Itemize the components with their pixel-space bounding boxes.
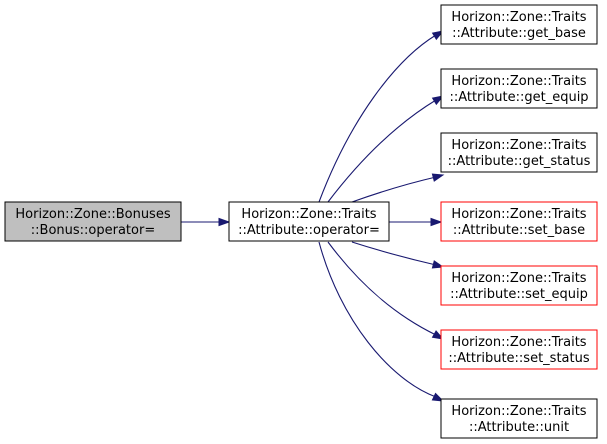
node-set-equip-line2: ::Attribute::set_equip (450, 287, 588, 302)
node-set-equip-line1: Horizon::Zone::Traits (451, 271, 586, 286)
edge-attribute-operator-to-unit (318, 241, 437, 398)
edge-attribute-operator-to-get-base (318, 34, 437, 203)
edge-attribute-operator-to-get-equip (327, 99, 437, 203)
node-attribute-operator[interactable]: Horizon::Zone::Traits ::Attribute::opera… (228, 201, 390, 242)
node-set-status[interactable]: Horizon::Zone::Traits ::Attribute::set_s… (440, 329, 598, 370)
edge-attribute-operator-to-set-equip-arrowhead (431, 260, 445, 269)
node-attribute-operator-line1: Horizon::Zone::Traits (241, 207, 376, 222)
edge-attribute-operator-to-get-equip-arrowhead (431, 95, 445, 106)
edge-attribute-operator-to-set-equip (351, 241, 437, 266)
edge-attribute-operator-to-set-status-arrowhead (431, 330, 445, 340)
node-set-base[interactable]: Horizon::Zone::Traits ::Attribute::set_b… (440, 201, 598, 242)
node-set-status-line1: Horizon::Zone::Traits (451, 335, 586, 350)
node-bonus-operator-line2: ::Bonus::operator= (31, 223, 155, 238)
node-get-equip-line2: ::Attribute::get_equip (449, 90, 588, 105)
node-get-base[interactable]: Horizon::Zone::Traits ::Attribute::get_b… (440, 4, 598, 45)
node-set-base-line1: Horizon::Zone::Traits (451, 207, 586, 222)
edge-attribute-operator-to-get-base-arrowhead (431, 30, 445, 41)
edge-bonus-to-attribute-operator-arrowhead (218, 217, 231, 227)
node-unit[interactable]: Horizon::Zone::Traits ::Attribute::unit (440, 398, 598, 439)
call-graph-edges (181, 30, 445, 402)
node-attribute-operator-line2: ::Attribute::operator= (238, 223, 380, 238)
edge-attribute-operator-to-get-status-arrowhead (431, 173, 445, 182)
edge-attribute-operator-to-get-status (351, 176, 437, 203)
node-unit-line2: ::Attribute::unit (469, 420, 569, 435)
node-bonus-operator[interactable]: Horizon::Zone::Bonuses ::Bonus::operator… (4, 201, 182, 242)
node-set-equip[interactable]: Horizon::Zone::Traits ::Attribute::set_e… (440, 265, 598, 306)
edge-attribute-operator-to-unit-arrowhead (431, 392, 445, 402)
edge-attribute-operator-to-set-status (327, 241, 437, 336)
node-set-status-line2: ::Attribute::set_status (448, 351, 589, 366)
node-get-status-line2: ::Attribute::get_status (448, 154, 591, 169)
node-get-status-line1: Horizon::Zone::Traits (451, 138, 586, 153)
node-set-base-line2: ::Attribute::set_base (453, 223, 585, 238)
node-unit-line1: Horizon::Zone::Traits (451, 404, 586, 419)
node-get-equip[interactable]: Horizon::Zone::Traits ::Attribute::get_e… (440, 68, 598, 109)
node-get-equip-line1: Horizon::Zone::Traits (451, 74, 586, 89)
node-get-base-line1: Horizon::Zone::Traits (451, 10, 586, 25)
node-bonus-operator-line1: Horizon::Zone::Bonuses (15, 207, 170, 222)
node-get-status[interactable]: Horizon::Zone::Traits ::Attribute::get_s… (440, 132, 598, 173)
node-get-base-line2: ::Attribute::get_base (452, 26, 586, 41)
edge-attribute-operator-to-set-base-arrowhead (430, 217, 443, 227)
